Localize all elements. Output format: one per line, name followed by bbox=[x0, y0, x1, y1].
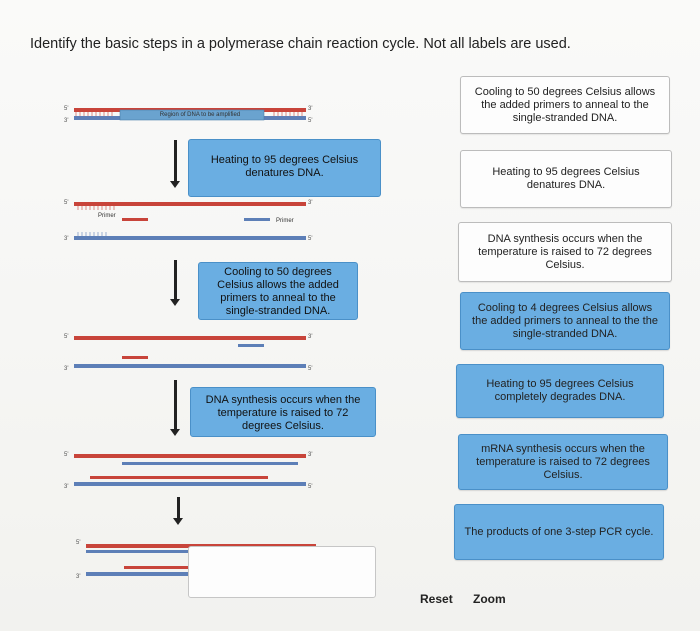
svg-text:3': 3' bbox=[308, 106, 312, 112]
arrow-1 bbox=[174, 140, 177, 182]
svg-text:5': 5' bbox=[308, 118, 312, 124]
label-heating-95-denatures[interactable]: Heating to 95 degrees Celsius denatures … bbox=[460, 150, 672, 208]
svg-text:3': 3' bbox=[64, 236, 68, 242]
svg-text:5': 5' bbox=[64, 106, 68, 112]
svg-text:3': 3' bbox=[308, 452, 312, 458]
arrow-4-head bbox=[173, 518, 183, 525]
svg-text:3': 3' bbox=[64, 484, 68, 490]
svg-text:5': 5' bbox=[76, 540, 80, 546]
dna-double-strand: 5' 3' 3' 5' bbox=[64, 106, 312, 124]
arrow-2 bbox=[174, 260, 177, 300]
svg-text:5': 5' bbox=[64, 334, 68, 340]
dna-extension: 5' 3' 3' 5' bbox=[64, 452, 312, 490]
svg-text:3': 3' bbox=[64, 118, 68, 124]
primer-label-right: Primer bbox=[276, 218, 294, 224]
svg-text:3': 3' bbox=[308, 200, 312, 206]
label-cooling-4[interactable]: Cooling to 4 degrees Celsius allows the … bbox=[460, 292, 670, 350]
label-cooling-50[interactable]: Cooling to 50 degrees Celsius allows the… bbox=[460, 76, 670, 134]
reset-button[interactable]: Reset bbox=[420, 592, 453, 606]
svg-text:3': 3' bbox=[76, 574, 80, 580]
zoom-button[interactable]: Zoom bbox=[473, 592, 506, 606]
svg-text:5': 5' bbox=[308, 366, 312, 372]
placed-label-2[interactable]: Cooling to 50 degrees Celsius allows the… bbox=[198, 262, 358, 320]
svg-text:3': 3' bbox=[308, 334, 312, 340]
placed-label-1[interactable]: Heating to 95 degrees Celsius denatures … bbox=[188, 139, 381, 197]
label-dna-synthesis-72[interactable]: DNA synthesis occurs when the temperatur… bbox=[458, 222, 672, 282]
label-products-one-cycle[interactable]: The products of one 3-step PCR cycle. bbox=[454, 504, 664, 560]
dna-primers-annealed: 5' 3' 3' 5' bbox=[64, 334, 312, 372]
label-mrna-synthesis-72[interactable]: mRNA synthesis occurs when the temperatu… bbox=[458, 434, 668, 490]
svg-text:5': 5' bbox=[64, 200, 68, 206]
svg-text:3': 3' bbox=[64, 366, 68, 372]
dna-separated-strands: 5' 3' 3' 5' bbox=[64, 200, 312, 242]
question-text: Identify the basic steps in a polymerase… bbox=[30, 36, 571, 52]
svg-text:5': 5' bbox=[308, 484, 312, 490]
drop-target-empty[interactable] bbox=[188, 546, 376, 598]
svg-text:5': 5' bbox=[64, 452, 68, 458]
placed-label-3[interactable]: DNA synthesis occurs when the temperatur… bbox=[190, 387, 376, 437]
arrow-2-head bbox=[170, 299, 180, 306]
label-heating-95-degrades[interactable]: Heating to 95 degrees Celsius completely… bbox=[456, 364, 664, 418]
arrow-3 bbox=[174, 380, 177, 430]
arrow-3-head bbox=[170, 429, 180, 436]
arrow-4 bbox=[177, 497, 180, 519]
region-label: Region of DNA to be amplified bbox=[159, 112, 241, 118]
arrow-1-head bbox=[170, 181, 180, 188]
primer-label-left: Primer bbox=[98, 213, 116, 219]
svg-text:5': 5' bbox=[308, 236, 312, 242]
